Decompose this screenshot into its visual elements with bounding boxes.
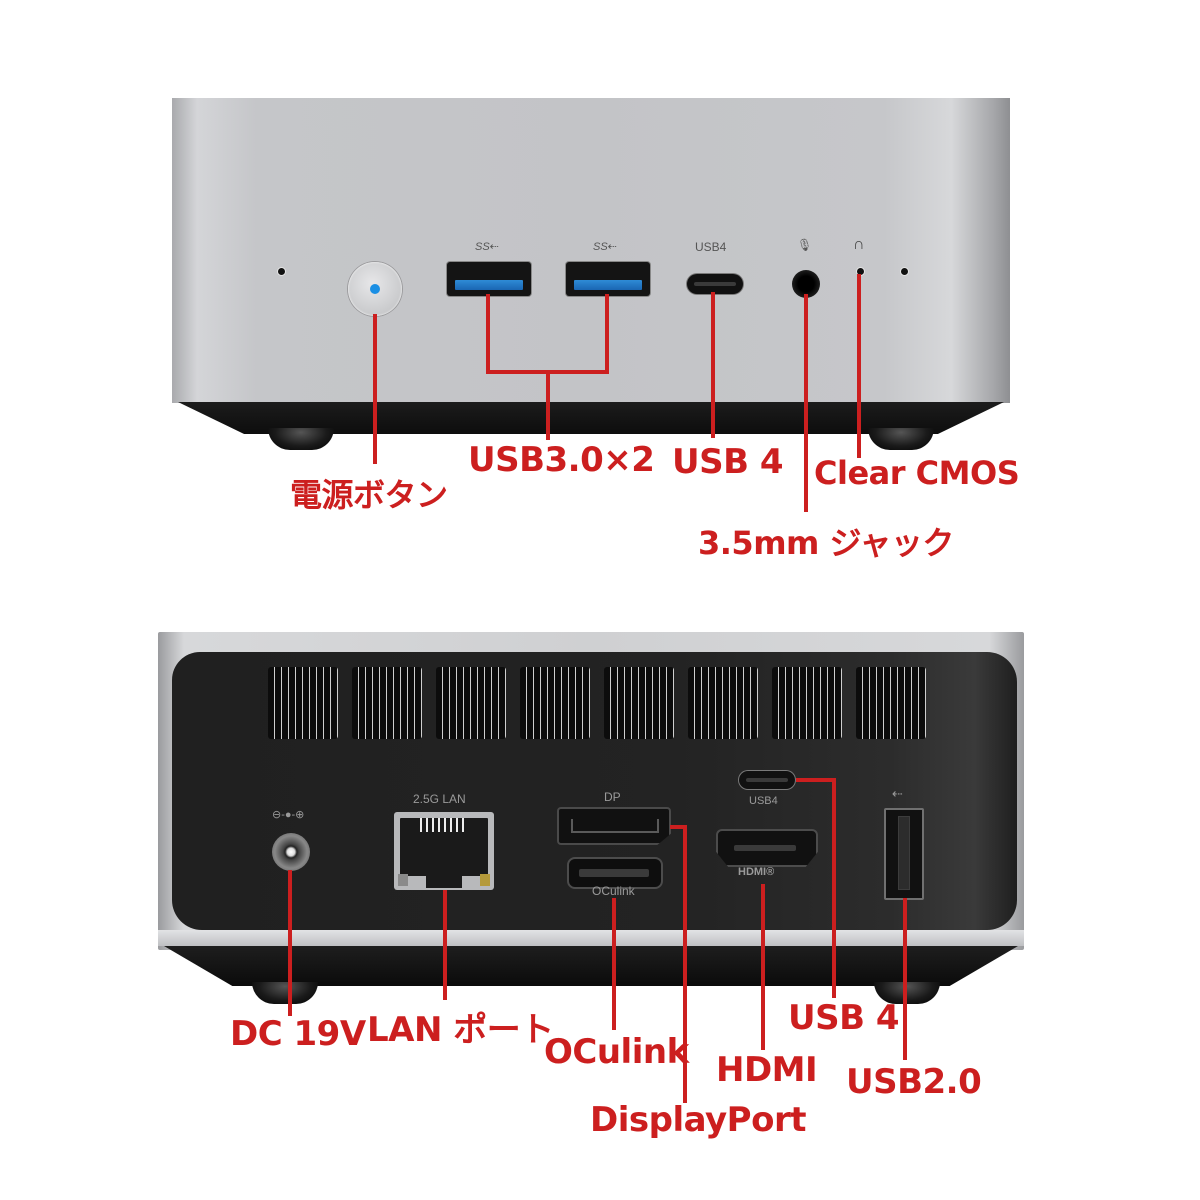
usb-trident-icon: ⇠ bbox=[892, 786, 903, 801]
dc-label: DC 19V bbox=[230, 1014, 366, 1054]
dp-callout-hline bbox=[670, 825, 686, 829]
hdmi-logo: HDMI® bbox=[738, 866, 775, 878]
lan-label: LAN ポート bbox=[367, 1010, 554, 1050]
clear-cmos-pinhole[interactable] bbox=[857, 268, 864, 275]
power-button[interactable] bbox=[348, 262, 402, 316]
displayport-port[interactable] bbox=[557, 807, 671, 845]
front-right-foot bbox=[868, 428, 934, 450]
lan-callout-line bbox=[443, 890, 447, 1000]
usb4-rear-label: USB 4 bbox=[788, 998, 900, 1038]
lan-marking: 2.5G LAN bbox=[413, 792, 466, 806]
vent-grille bbox=[772, 667, 842, 739]
vent-grille bbox=[352, 667, 422, 739]
hdmi-port[interactable] bbox=[716, 829, 818, 867]
power-led-icon bbox=[370, 284, 380, 294]
hdmi-callout-line bbox=[761, 884, 765, 1050]
vent-grille bbox=[688, 667, 758, 739]
jack-callout-line bbox=[804, 294, 808, 512]
rear-base bbox=[164, 946, 1018, 986]
usb3-callout-stem bbox=[546, 370, 550, 440]
usb3-port-1[interactable] bbox=[447, 262, 531, 296]
clear-cmos-label: Clear CMOS bbox=[814, 454, 1020, 492]
usb2-port[interactable] bbox=[884, 808, 924, 900]
usb2-callout-line bbox=[903, 898, 907, 1060]
front-pinhole-left bbox=[278, 268, 285, 275]
usb2-label: USB2.0 bbox=[846, 1062, 982, 1102]
usb4-rear-marking: USB4 bbox=[749, 795, 778, 807]
usb4-rear-callout-hline bbox=[796, 778, 834, 782]
cmos-callout-line bbox=[857, 274, 861, 458]
rear-right-foot bbox=[874, 982, 940, 1004]
usb4-callout-line bbox=[711, 292, 715, 438]
usb4-front-label: USB 4 bbox=[672, 442, 784, 482]
oculink-marking: OCulink bbox=[592, 884, 635, 898]
oculink-label: OCulink bbox=[544, 1032, 689, 1072]
power-button-label: 電源ボタン bbox=[290, 476, 448, 514]
vent-grille bbox=[604, 667, 674, 739]
audio-jack[interactable] bbox=[792, 270, 820, 298]
mic-icon: 🎙 bbox=[797, 238, 813, 252]
usb3-callout-line-a bbox=[486, 294, 490, 372]
usb3-ss-icon: SS⇠ bbox=[475, 241, 499, 253]
vent-grille bbox=[436, 667, 506, 739]
power-callout-line bbox=[373, 314, 377, 464]
usb4-marking: USB4 bbox=[695, 240, 727, 254]
usb3-label: USB3.0×2 bbox=[468, 440, 655, 480]
lan-port[interactable] bbox=[394, 812, 494, 890]
usb3-callout-line-b bbox=[605, 294, 609, 372]
vent-grille bbox=[268, 667, 338, 739]
headphone-icon: ∩ bbox=[853, 236, 865, 253]
oculink-callout-line bbox=[612, 898, 616, 1030]
front-left-foot bbox=[268, 428, 334, 450]
front-chassis bbox=[172, 98, 1010, 403]
hdmi-label: HDMI bbox=[716, 1050, 818, 1090]
vent-grille bbox=[856, 667, 926, 739]
rear-left-foot bbox=[252, 982, 318, 1004]
usb3-ss-icon: SS⇠ bbox=[593, 241, 617, 253]
front-pinhole-right bbox=[901, 268, 908, 275]
dc-polarity-icon: ⊖-●-⊕ bbox=[272, 809, 305, 821]
dp-callout-line bbox=[683, 825, 687, 1103]
oculink-port[interactable] bbox=[567, 857, 663, 889]
dc-callout-line bbox=[288, 870, 292, 1016]
dc-power-jack[interactable] bbox=[272, 833, 310, 871]
rear-silver-stripe bbox=[158, 930, 1024, 946]
audio-jack-label: 3.5mm ジャック bbox=[698, 524, 954, 562]
usb4-port-front[interactable] bbox=[687, 274, 743, 294]
usb4-rear-callout-line bbox=[832, 778, 836, 998]
dp-marking: DP bbox=[604, 790, 621, 804]
usb4-port-rear[interactable] bbox=[739, 771, 795, 789]
usb3-port-2[interactable] bbox=[566, 262, 650, 296]
displayport-label: DisplayPort bbox=[590, 1100, 806, 1140]
vent-grille bbox=[520, 667, 590, 739]
